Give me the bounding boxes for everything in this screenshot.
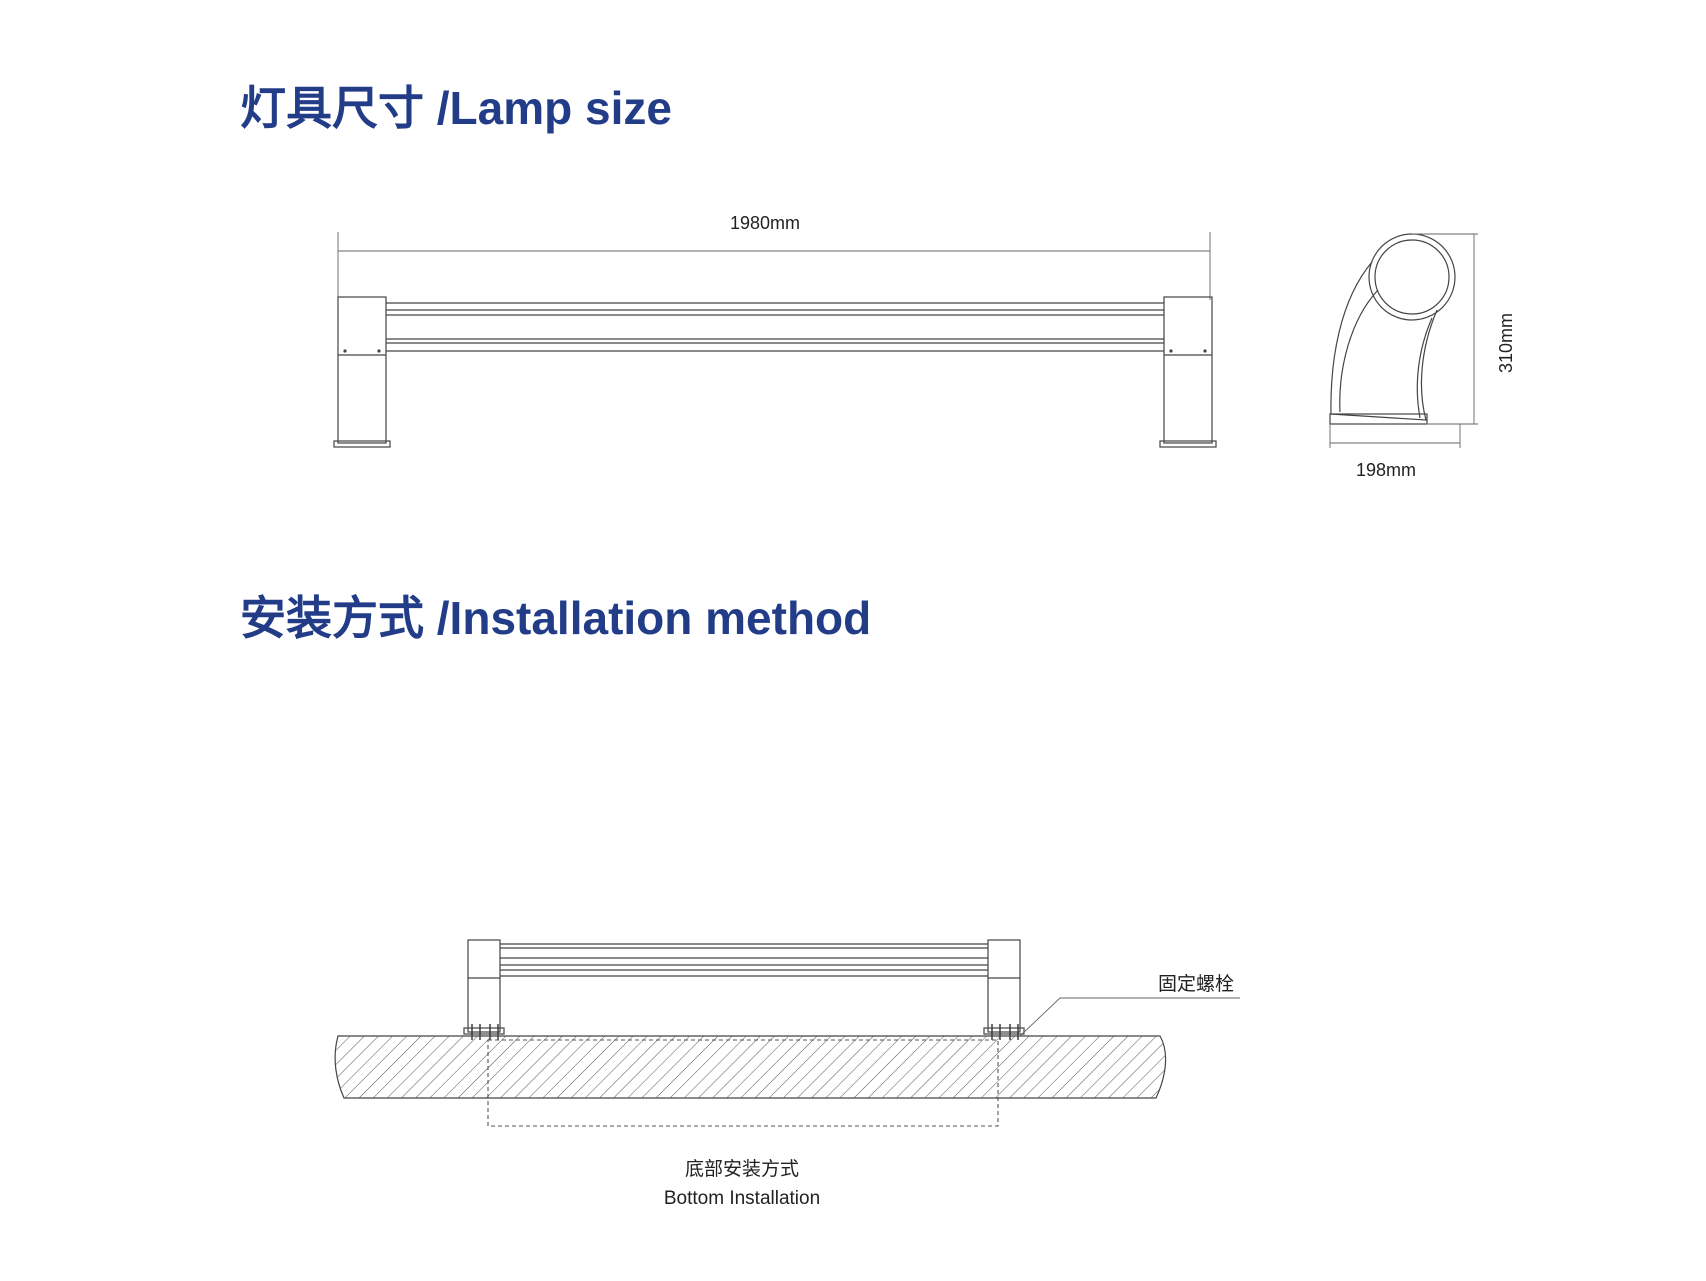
right-post xyxy=(1163,296,1213,444)
foundation-outline xyxy=(487,1039,999,1127)
method-caption-cn: 底部安装方式 xyxy=(685,1158,799,1180)
bolt-leader-line xyxy=(1019,997,1240,1037)
bolt-label: 固定螺栓 xyxy=(1158,973,1234,995)
length-dimension-label: 1980mm xyxy=(730,213,800,233)
right-base-plate xyxy=(1159,440,1217,448)
installation-view: 固定螺栓 底部安装方式 Bottom Installation xyxy=(334,939,1240,1209)
side-view: 198mm 310mm xyxy=(1329,233,1516,480)
side-tube-outer xyxy=(1368,233,1456,321)
lamp-size-heading: 灯具尺寸 /Lamp size xyxy=(240,82,672,134)
left-post xyxy=(337,296,387,444)
installation-heading: 安装方式 /Installation method xyxy=(240,592,872,644)
height-dimension-label: 310mm xyxy=(1496,313,1516,373)
side-base xyxy=(1329,413,1428,425)
front-view: 1980mm xyxy=(333,213,1217,448)
install-right-post xyxy=(987,939,1021,1033)
ground-slab xyxy=(334,1035,1167,1099)
side-tube-inner xyxy=(1374,239,1450,315)
side-body-outline xyxy=(1330,261,1438,421)
method-caption-en: Bottom Installation xyxy=(664,1188,820,1209)
install-left-post xyxy=(467,939,501,1033)
left-base-plate xyxy=(333,440,391,448)
depth-dimension-label: 198mm xyxy=(1356,460,1416,480)
